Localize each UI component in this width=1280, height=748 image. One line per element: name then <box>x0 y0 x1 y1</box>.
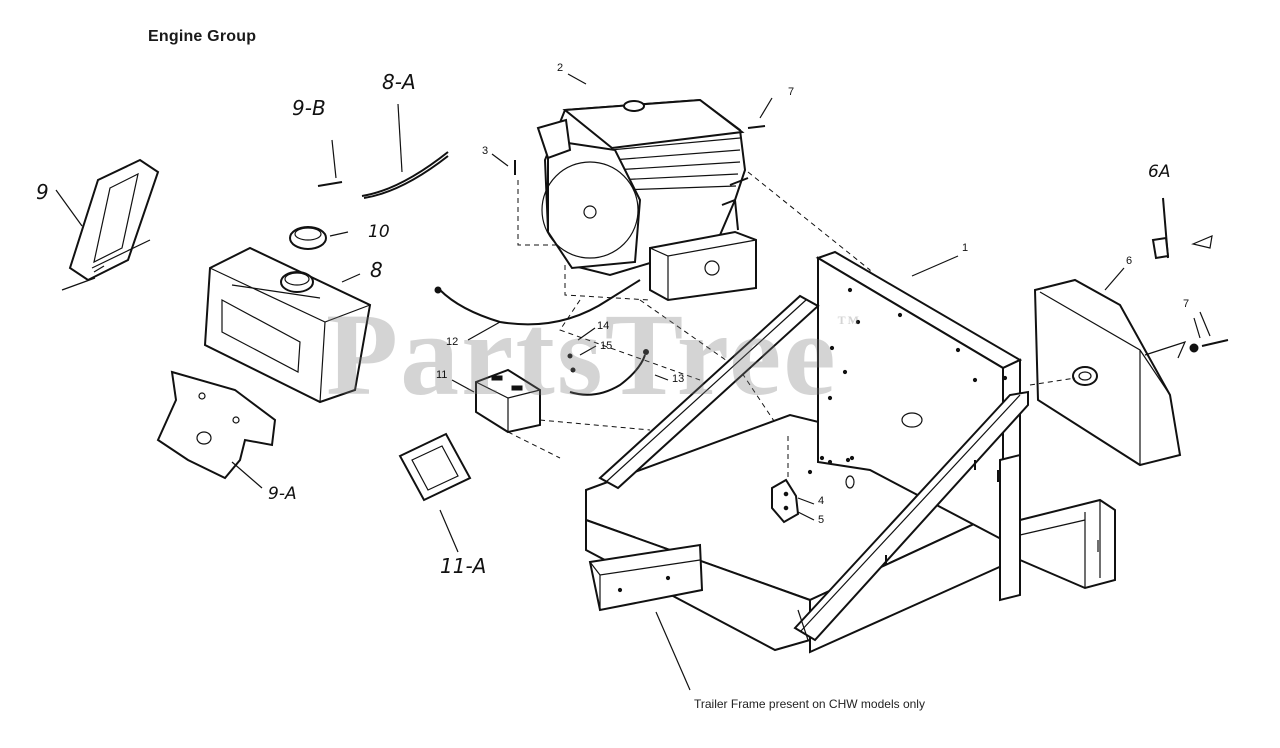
callout-12: 12 <box>446 336 459 348</box>
engine <box>536 98 757 302</box>
trailer-frame-note: Trailer Frame present on CHW models only <box>694 697 925 711</box>
callout-1: 1 <box>962 242 969 254</box>
callout-15: 15 <box>600 340 613 352</box>
tank-mount-plate <box>156 370 277 480</box>
callout-8: 8 <box>370 258 383 282</box>
callout-14: 14 <box>597 320 610 332</box>
callout-7-top: 7 <box>788 86 795 98</box>
callout-9-a: 9-A <box>268 484 297 504</box>
callout-11-a: 11-A <box>440 554 487 578</box>
fuel-tank <box>203 246 372 404</box>
callout-5: 5 <box>818 514 825 526</box>
callout-10: 10 <box>368 222 390 242</box>
motor-plate <box>1029 278 1187 467</box>
callout-7-right: 7 <box>1183 298 1190 310</box>
battery <box>475 368 541 434</box>
callout-11: 11 <box>436 369 448 381</box>
callout-13: 13 <box>672 373 685 385</box>
callout-8-a: 8-A <box>382 70 416 94</box>
mounting-bracket <box>771 478 800 524</box>
callout-9-b: 9-B <box>292 96 326 120</box>
callout-4: 4 <box>818 495 825 507</box>
callout-6-a: 6A <box>1148 162 1171 182</box>
page-title: Engine Group <box>148 28 257 45</box>
callout-9: 9 <box>36 180 49 204</box>
tank-bracket <box>61 158 160 291</box>
callout-2: 2 <box>557 62 564 74</box>
fuel-cap <box>289 226 327 250</box>
callout-3: 3 <box>482 145 489 157</box>
callout-6: 6 <box>1126 255 1133 267</box>
trailer-frame <box>588 498 1116 612</box>
battery-tray <box>398 432 472 502</box>
